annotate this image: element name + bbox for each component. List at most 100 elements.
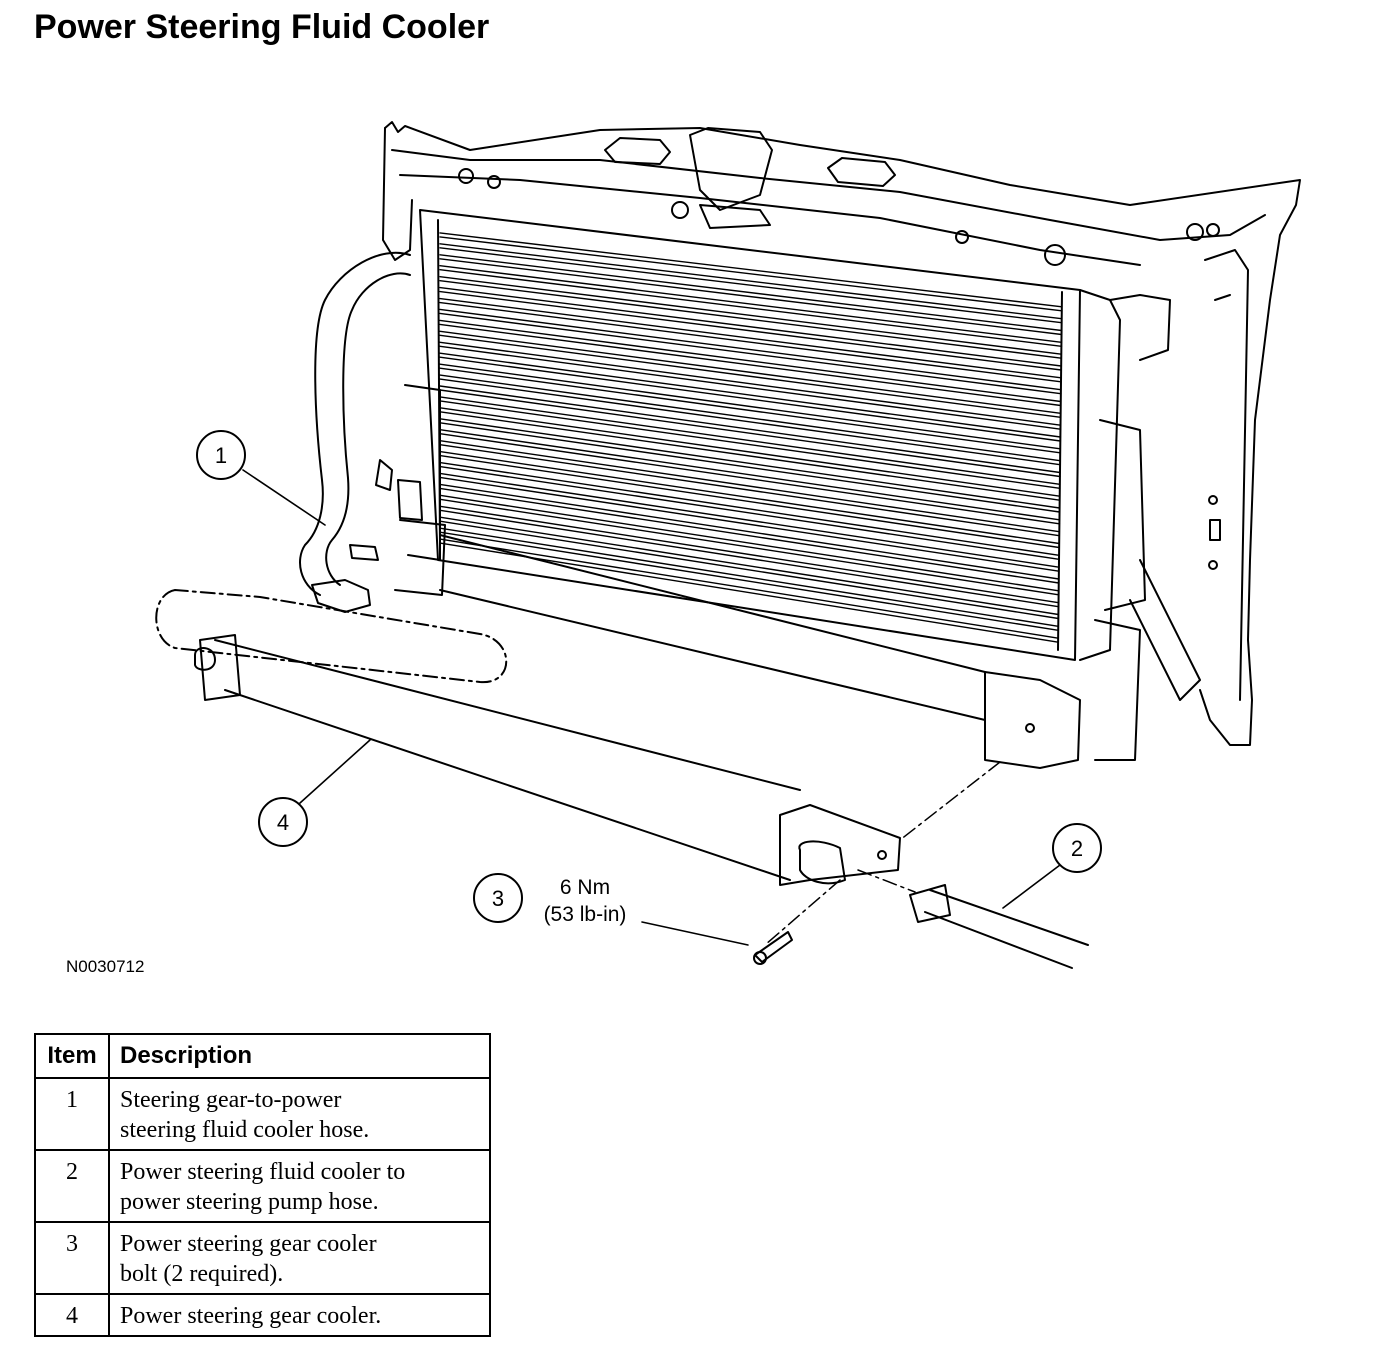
legend-row: 4 Power steering gear cooler. — [34, 1293, 491, 1337]
legend-item-number: 2 — [34, 1149, 110, 1223]
right-side-tank — [1079, 289, 1201, 761]
legend-description: Power steering fluid cooler to power ste… — [108, 1149, 491, 1223]
cooler-bolt — [753, 931, 793, 965]
torque-metric: 6 Nm — [560, 876, 610, 899]
power-steering-cooler-illustration: 1 2 3 4 6 Nm (53 lb-in) — [155, 121, 1301, 969]
left-side-bracket — [349, 384, 446, 596]
legend-row: 2 Power steering fluid cooler to power s… — [34, 1149, 491, 1223]
condenser-fin — [439, 385, 1061, 474]
leader-line-4 — [299, 739, 371, 804]
condenser-fin — [439, 487, 1060, 584]
condenser-fin — [439, 396, 1061, 486]
legend-header-row: Item Description — [34, 1033, 491, 1079]
condenser-fin — [439, 505, 1060, 604]
condenser-fin — [439, 232, 1063, 308]
legend-description-line: Steering gear-to-power — [120, 1087, 342, 1113]
figure-id: N0030712 — [66, 957, 145, 976]
condenser-fin — [439, 236, 1063, 312]
condenser-fin — [439, 483, 1060, 580]
condenser-fin — [439, 461, 1060, 557]
legend-description-line: steering fluid cooler hose. — [120, 1117, 370, 1143]
legend-description: Power steering gear cooler. — [108, 1293, 491, 1337]
legend-table: Item Description 1 Steering gear-to-powe… — [34, 1033, 491, 1337]
legend-item-number: 3 — [34, 1221, 110, 1295]
condenser-fin — [439, 290, 1062, 371]
condenser-fin — [439, 454, 1060, 549]
legend-description-line: power steering pump hose. — [120, 1189, 379, 1215]
condenser-fin — [439, 367, 1061, 454]
condenser-fin — [439, 286, 1062, 367]
alignment-line-2 — [764, 879, 841, 946]
callout-circle-4 — [258, 797, 308, 847]
condenser-fin — [439, 265, 1063, 344]
legend-description-line: Power steering fluid cooler to — [120, 1159, 406, 1185]
callout-label-4: 4 — [277, 810, 289, 835]
condenser-fin — [439, 363, 1061, 450]
condenser-fin — [439, 301, 1062, 383]
legend-description: Steering gear-to-power steering fluid co… — [108, 1077, 491, 1151]
condenser-fin — [439, 520, 1060, 620]
condenser-fin — [439, 352, 1062, 438]
condenser-fin — [439, 247, 1063, 324]
condenser-fin — [439, 334, 1062, 419]
condenser-fin — [439, 297, 1062, 379]
condenser-fin — [439, 330, 1062, 415]
condenser-fin — [439, 443, 1061, 537]
page-title: Power Steering Fluid Cooler — [34, 8, 490, 46]
leader-line-1 — [242, 469, 326, 526]
condenser-fin — [439, 400, 1061, 490]
legend-row: 3 Power steering gear cooler bolt (2 req… — [34, 1221, 491, 1295]
condenser-fin — [439, 516, 1060, 616]
condenser-fin — [439, 254, 1063, 332]
condenser-fin — [439, 258, 1063, 336]
condenser-fin — [439, 509, 1060, 608]
pump-hose — [909, 884, 1089, 969]
alignment-line — [899, 761, 1001, 841]
power-steering-gear-cooler — [194, 534, 1081, 886]
condenser-fin — [439, 429, 1061, 521]
leader-line-3 — [641, 921, 749, 946]
condenser-fin — [439, 389, 1061, 478]
condenser-fin — [439, 345, 1062, 430]
condenser-fin — [439, 275, 1063, 355]
alignment-line-3 — [857, 869, 916, 893]
condenser-fin — [439, 323, 1062, 407]
phantom-outline — [155, 589, 508, 684]
condenser-fin — [439, 411, 1061, 501]
legend-description-line: bolt (2 required). — [120, 1261, 284, 1287]
leader-line-2 — [1002, 864, 1061, 909]
condenser-fin — [439, 494, 1060, 592]
callout-circle-2 — [1052, 823, 1102, 873]
condenser-fin — [439, 341, 1062, 426]
condenser-fin — [439, 433, 1061, 525]
condenser-fin — [439, 465, 1060, 561]
callout-label-1: 1 — [215, 443, 227, 468]
condenser-fin — [439, 269, 1063, 348]
condenser-fin — [439, 279, 1063, 359]
condenser-fin — [439, 418, 1061, 509]
condenser-fin — [439, 476, 1060, 572]
condenser-fin — [439, 319, 1062, 403]
condenser-fin — [439, 374, 1061, 462]
legend-description: Power steering gear cooler bolt (2 requi… — [108, 1221, 491, 1295]
condenser-fin — [439, 542, 1059, 643]
legend-header-description: Description — [108, 1033, 491, 1079]
condenser-fin — [439, 538, 1059, 639]
radiator-support-frame — [382, 121, 1301, 746]
condenser-fin — [439, 498, 1060, 596]
condenser-fins — [439, 232, 1063, 643]
condenser-fin — [439, 312, 1062, 395]
condenser-fin — [439, 243, 1063, 320]
callout-circle-3 — [473, 873, 523, 923]
condenser-fin — [439, 531, 1059, 632]
legend-row: 1 Steering gear-to-power steering fluid … — [34, 1077, 491, 1151]
condenser-fin — [439, 407, 1061, 497]
steering-gear-cooler-hose — [299, 251, 411, 613]
condenser-fin — [439, 472, 1060, 568]
legend-header-item: Item — [34, 1033, 110, 1079]
condenser-fin — [439, 378, 1061, 466]
legend-item-number: 4 — [34, 1293, 110, 1337]
condenser-fin — [439, 527, 1059, 628]
torque-imperial: (53 lb-in) — [544, 903, 627, 926]
condenser-fin — [439, 308, 1062, 391]
